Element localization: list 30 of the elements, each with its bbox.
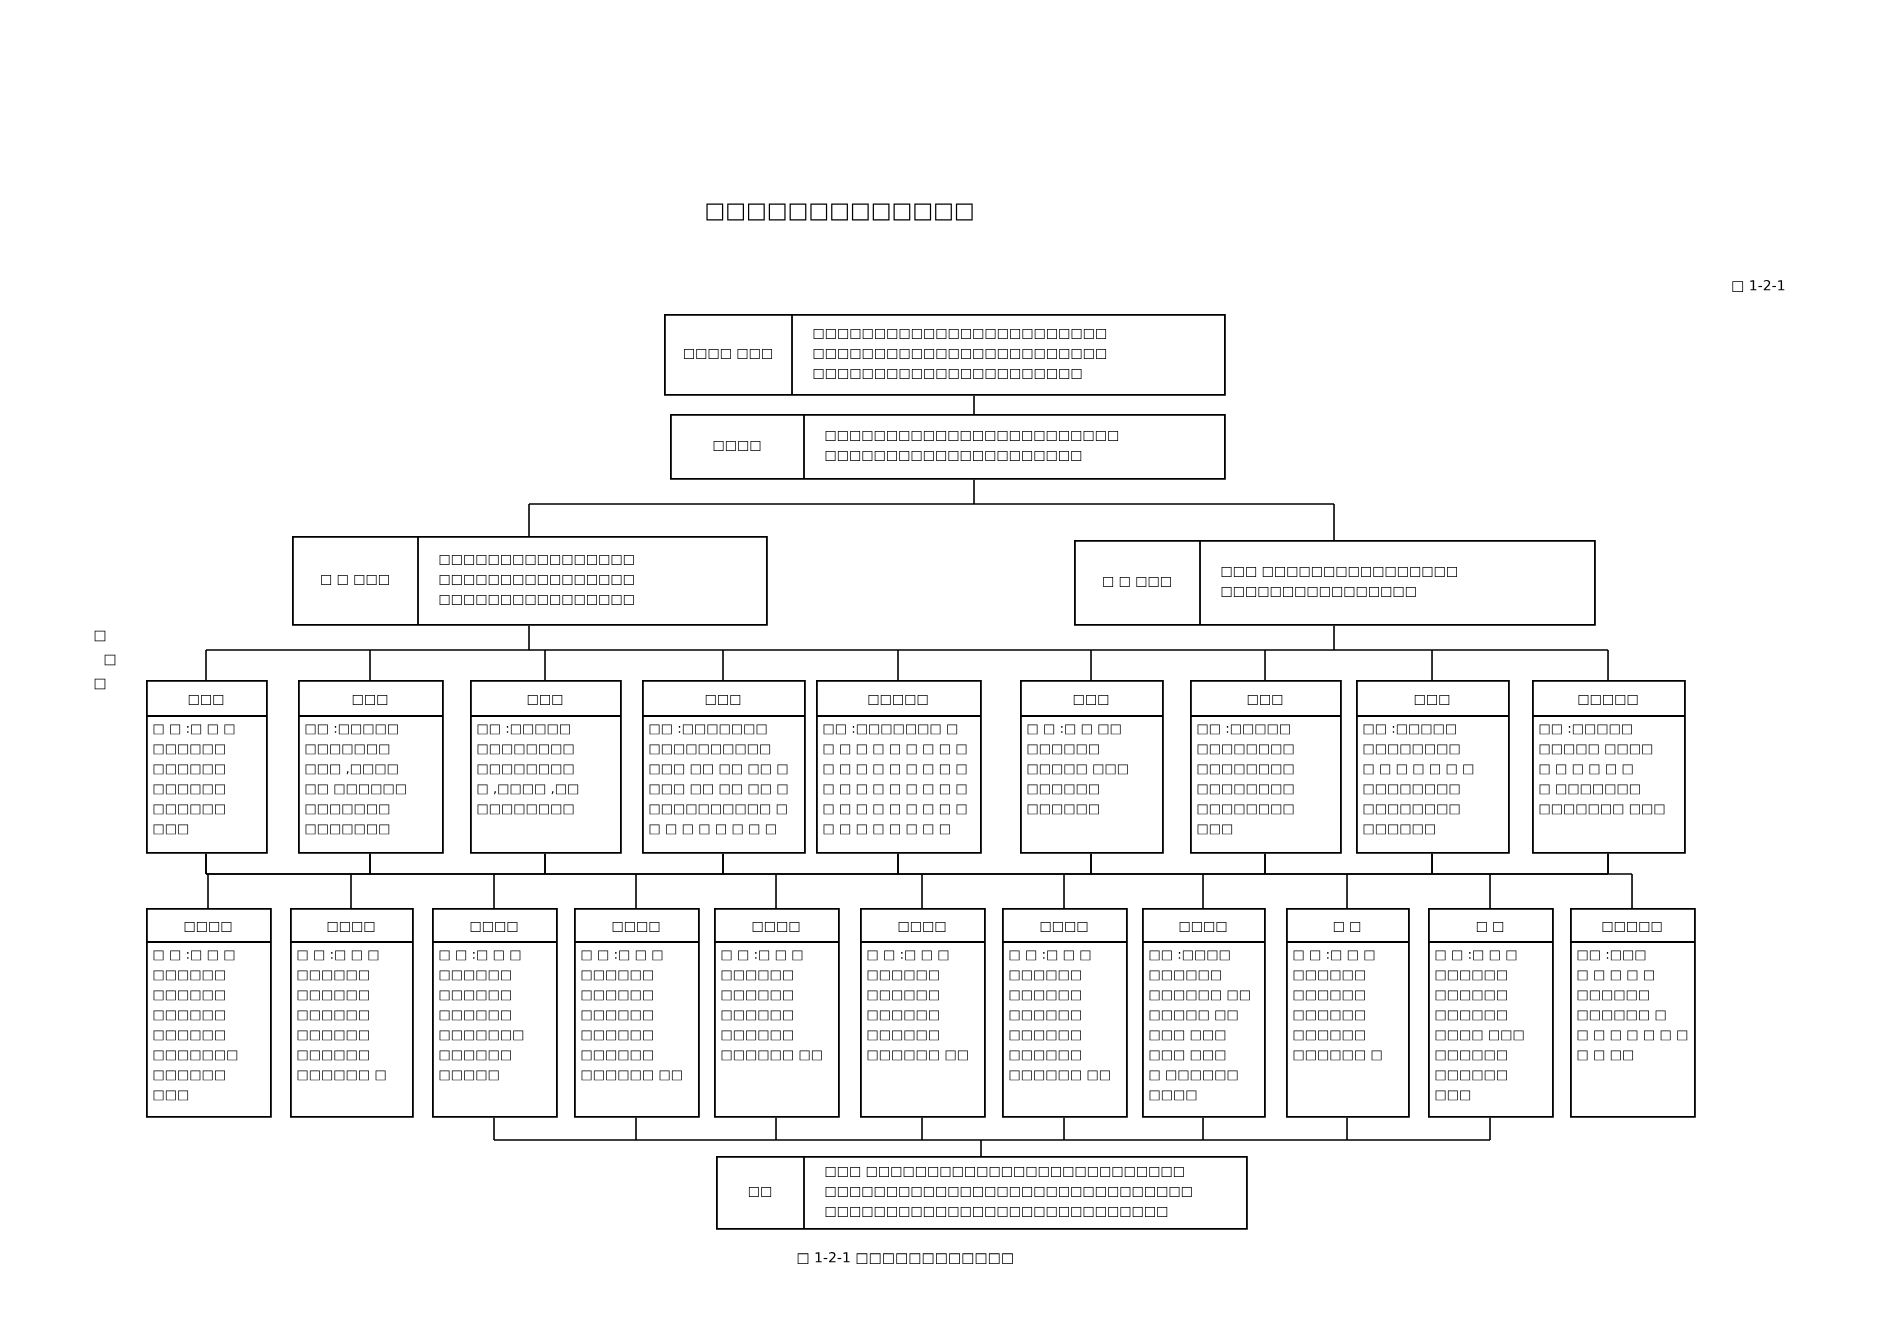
org-box	[1355, 680, 1510, 854]
org-box	[292, 535, 768, 626]
org-box	[664, 313, 1226, 396]
org-box	[469, 680, 622, 854]
org-box	[1074, 539, 1596, 626]
org-box	[145, 908, 272, 1118]
org-box	[1531, 680, 1686, 854]
org-box	[713, 908, 840, 1118]
org-box	[145, 680, 268, 854]
org-box	[1427, 908, 1554, 1118]
org-box	[297, 680, 444, 854]
connector-line	[205, 625, 1609, 681]
connector-line	[528, 479, 1335, 541]
org-box	[1141, 908, 1266, 1118]
org-box	[431, 908, 558, 1118]
org-box	[573, 908, 700, 1118]
org-box	[1019, 680, 1164, 854]
org-box	[716, 1155, 1248, 1230]
org-box	[289, 908, 414, 1118]
org-box	[670, 413, 1226, 480]
org-box	[1189, 680, 1342, 854]
org-box	[641, 680, 806, 854]
org-box	[1285, 908, 1410, 1118]
org-box	[859, 908, 986, 1118]
connector-line	[973, 395, 975, 415]
title: □□□□□□□□□□□□□	[706, 203, 973, 221]
org-box	[1001, 908, 1128, 1118]
org-box	[1569, 908, 1696, 1118]
org-box	[815, 680, 982, 854]
connector-line	[493, 1117, 1491, 1157]
